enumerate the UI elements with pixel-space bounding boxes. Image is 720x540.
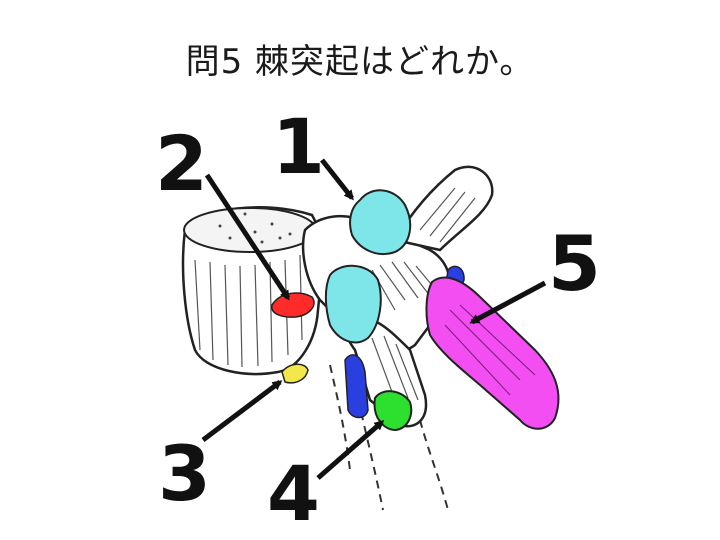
question-title: 問5 棘突起はどれか。: [185, 42, 535, 82]
part-3-region: [281, 363, 309, 384]
label-4: 4: [267, 449, 320, 538]
arrow-2: [204, 173, 291, 301]
label-1: 1: [272, 102, 325, 191]
arrow-1: [320, 158, 354, 201]
arrow-3: [201, 380, 283, 442]
part-1-lower-region: [324, 264, 382, 344]
label-3: 3: [158, 429, 211, 518]
vertebral-body: [181, 206, 327, 376]
label-2: 2: [155, 119, 208, 208]
arrow-4: [316, 420, 385, 480]
arrow-5: [469, 280, 547, 325]
arrows: [201, 158, 547, 480]
part-5-region: [425, 276, 560, 430]
label-5: 5: [548, 219, 601, 308]
pedicle-mark-lower: [344, 354, 369, 419]
part-1-region: [349, 189, 412, 255]
